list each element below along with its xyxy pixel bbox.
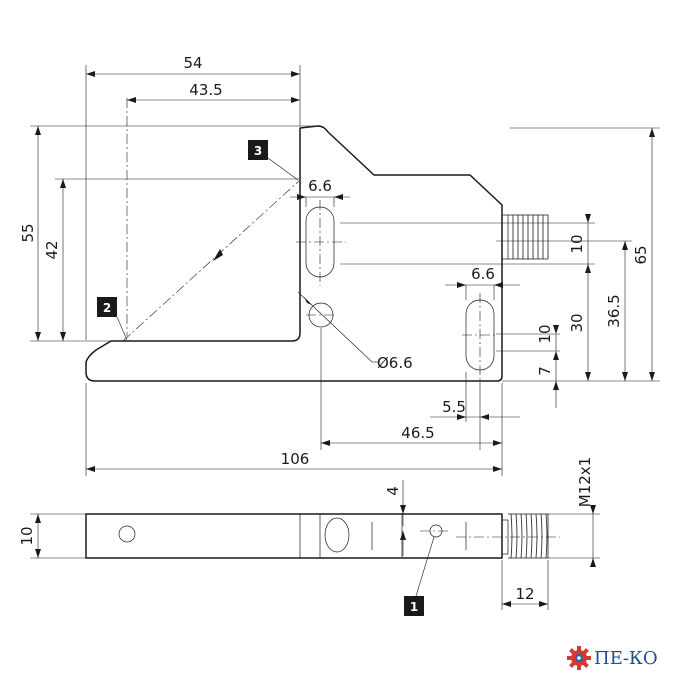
dim-106: 106	[281, 450, 310, 468]
svg-text:3: 3	[254, 144, 262, 158]
dim-46-5: 46.5	[401, 424, 434, 442]
dim-5-5: 5.5	[442, 398, 466, 416]
dim-36-5: 36.5	[605, 294, 623, 327]
dim-thread-label: M12x1	[576, 457, 594, 507]
dim-slot-width-left: 6.6	[308, 177, 332, 195]
company-logo: ПЕ-КО	[566, 645, 671, 671]
marker-1: 1	[404, 536, 435, 616]
dim-30: 30	[568, 313, 586, 332]
marker-2: 2	[97, 297, 128, 341]
dim-7: 7	[536, 366, 554, 376]
dim-side-4: 4	[384, 486, 402, 496]
body-outline	[85, 125, 503, 382]
dim-55: 55	[19, 223, 37, 242]
side-connector	[501, 513, 549, 559]
dim-thread-length: 12	[515, 585, 534, 603]
dim-42: 42	[43, 240, 61, 259]
dim-65: 65	[632, 245, 650, 264]
dim-slot-width-right: 6.6	[471, 265, 495, 283]
front-view	[85, 98, 549, 382]
dim-43-5: 43.5	[189, 81, 222, 99]
front-connector	[501, 214, 549, 260]
dim-side-thickness: 10	[18, 526, 36, 545]
dim-slot-spacing: 10	[536, 324, 554, 343]
dim-connector-height: 10	[568, 234, 586, 253]
dim-54: 54	[183, 54, 202, 72]
logo-text: ПЕ-КО	[594, 647, 658, 669]
front-dimensions: 54 43.5 55 42 6.6 6.6	[19, 54, 660, 476]
svg-text:1: 1	[410, 600, 418, 614]
svg-text:2: 2	[103, 301, 111, 315]
sensing-axis	[122, 180, 300, 342]
dim-hole-diameter: Ø6.6	[377, 354, 413, 372]
marker-3: 3	[248, 140, 299, 181]
gear-logo-icon	[567, 646, 591, 670]
side-view: 10 4 M12x1 12	[18, 457, 600, 610]
